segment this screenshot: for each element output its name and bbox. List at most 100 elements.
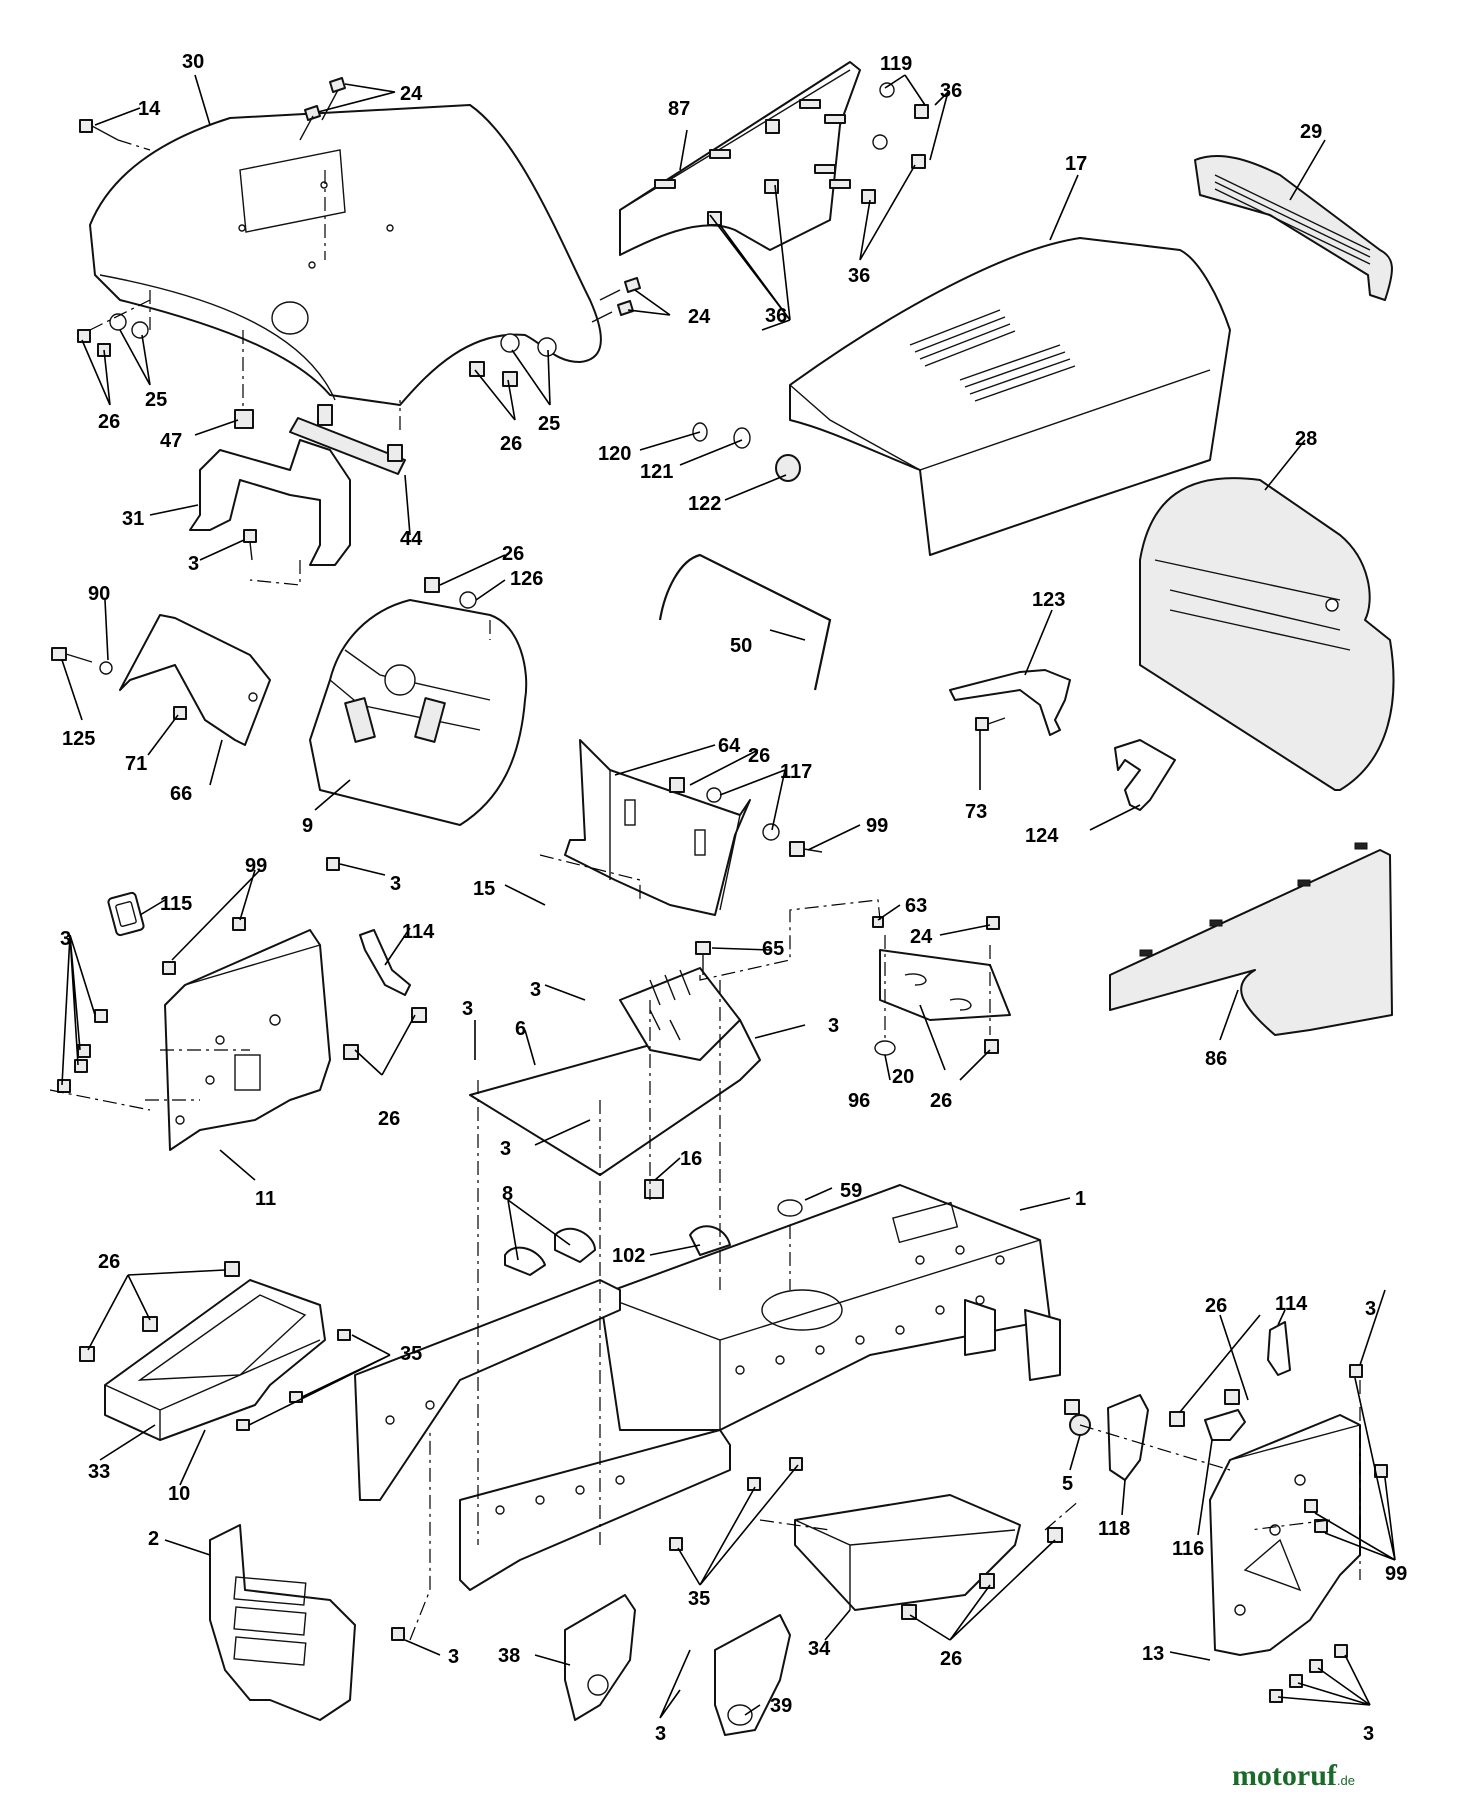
callout-3: 3	[655, 1723, 666, 1745]
callout-33: 33	[88, 1461, 110, 1483]
callout-114: 114	[1275, 1293, 1308, 1315]
part-1-frame	[599, 1184, 1051, 1431]
callout-26: 26	[500, 433, 522, 455]
callout-3: 3	[530, 979, 541, 1001]
callout-50: 50	[730, 635, 752, 657]
part-6-plate	[469, 967, 761, 1176]
part-66-plate	[119, 614, 271, 746]
part-29-grille	[1194, 154, 1393, 301]
callout-116: 116	[1172, 1538, 1204, 1560]
callout-64: 64	[718, 735, 741, 757]
callout-13: 13	[1142, 1643, 1164, 1665]
part-114-right-link	[1267, 1321, 1291, 1376]
callout-25: 25	[145, 389, 167, 411]
callout-125: 125	[62, 728, 95, 750]
part-33-footrest	[104, 1279, 326, 1441]
callout-44: 44	[400, 528, 423, 550]
callout-1: 1	[1075, 1188, 1086, 1210]
nuts-washers-25-26-left	[77, 313, 149, 357]
callout-6: 6	[515, 1018, 526, 1040]
bolts-24-mid	[591, 277, 641, 323]
callout-34: 34	[808, 1638, 831, 1660]
left-footrest-fasteners	[79, 1261, 351, 1431]
watermark-suffix: .de	[1337, 1773, 1355, 1788]
callout-26: 26	[940, 1648, 962, 1670]
part-20-plate	[879, 949, 1011, 1021]
assembly-lines	[49, 139, 1361, 1641]
bolts-24-upper	[299, 77, 346, 141]
frame-right-posts	[964, 1299, 1061, 1381]
callout-87: 87	[668, 98, 690, 120]
callout-3: 3	[1363, 1723, 1374, 1745]
callout-117: 117	[780, 761, 812, 783]
callout-3: 3	[500, 1138, 511, 1160]
callout-14: 14	[138, 98, 161, 120]
callout-114: 114	[402, 921, 435, 943]
frame-rails	[354, 1279, 731, 1591]
callout-10: 10	[168, 1483, 190, 1505]
callout-73: 73	[965, 801, 987, 823]
part-114-left-link	[359, 929, 411, 996]
bolt-3-front	[391, 1627, 405, 1641]
nuts-washers-36	[707, 82, 929, 226]
callout-25: 25	[538, 413, 560, 435]
bolt-65	[695, 941, 711, 975]
callout-24: 24	[910, 926, 933, 948]
bolt-125	[51, 647, 93, 663]
callout-3: 3	[462, 998, 473, 1020]
callout-99: 99	[866, 815, 888, 837]
nut-47	[234, 409, 254, 429]
nut-59	[777, 1199, 803, 1217]
callout-3: 3	[390, 873, 401, 895]
callout-labels: 30 24 14 87 119 36 29 17 36 36 24 25 26 …	[60, 51, 1407, 1745]
callout-3: 3	[828, 1015, 839, 1037]
callout-2: 2	[148, 1528, 159, 1550]
callout-35: 35	[400, 1343, 422, 1365]
callout-5: 5	[1062, 1473, 1073, 1495]
callout-28: 28	[1295, 428, 1317, 450]
nut-16	[644, 1179, 664, 1199]
callout-24: 24	[400, 83, 423, 105]
washer-90	[99, 661, 113, 675]
bolt-14	[79, 119, 119, 141]
part-13-side-plate	[1209, 1414, 1361, 1656]
callout-26: 26	[378, 1108, 400, 1130]
callout-86: 86	[1205, 1048, 1227, 1070]
callout-39: 39	[770, 1695, 792, 1717]
clips-8	[504, 1227, 596, 1276]
part-28-shroud	[1139, 477, 1395, 791]
callout-36: 36	[765, 305, 787, 327]
callout-26: 26	[1205, 1295, 1227, 1317]
part-120-121-122-bumpers	[692, 422, 801, 482]
part-17-hood	[789, 237, 1231, 556]
svg-text:motoruf.de: motoruf.de	[1232, 1759, 1355, 1792]
callout-24: 24	[688, 306, 711, 328]
callout-8: 8	[502, 1183, 513, 1205]
callout-99: 99	[245, 855, 267, 877]
callout-26: 26	[930, 1090, 952, 1112]
part-31-bracket	[189, 439, 351, 566]
callout-71: 71	[125, 753, 147, 775]
part-9-battery	[309, 599, 528, 826]
callout-36: 36	[940, 80, 962, 102]
callout-26: 26	[98, 411, 120, 433]
callout-20: 20	[892, 1066, 914, 1088]
callout-66: 66	[170, 783, 192, 805]
part-63-96-26-fasteners	[872, 916, 1000, 1056]
part-34-footrest	[794, 1494, 1021, 1611]
callout-38: 38	[498, 1645, 520, 1667]
part-115-bushing	[107, 891, 145, 937]
callout-120: 120	[598, 443, 631, 465]
part-30-rear-panel	[89, 104, 602, 406]
callout-29: 29	[1300, 121, 1322, 143]
callout-9: 9	[302, 815, 313, 837]
part-44-plate	[289, 404, 406, 475]
part-11-side-plate	[164, 929, 331, 1151]
part-123-bracket	[949, 669, 1071, 736]
callout-102: 102	[612, 1245, 645, 1267]
watermark-brand: motoruf	[1232, 1759, 1338, 1792]
callout-122: 122	[688, 493, 721, 515]
nuts-washers-25-26-right	[469, 333, 557, 387]
part-86-side-panel	[1109, 842, 1393, 1036]
